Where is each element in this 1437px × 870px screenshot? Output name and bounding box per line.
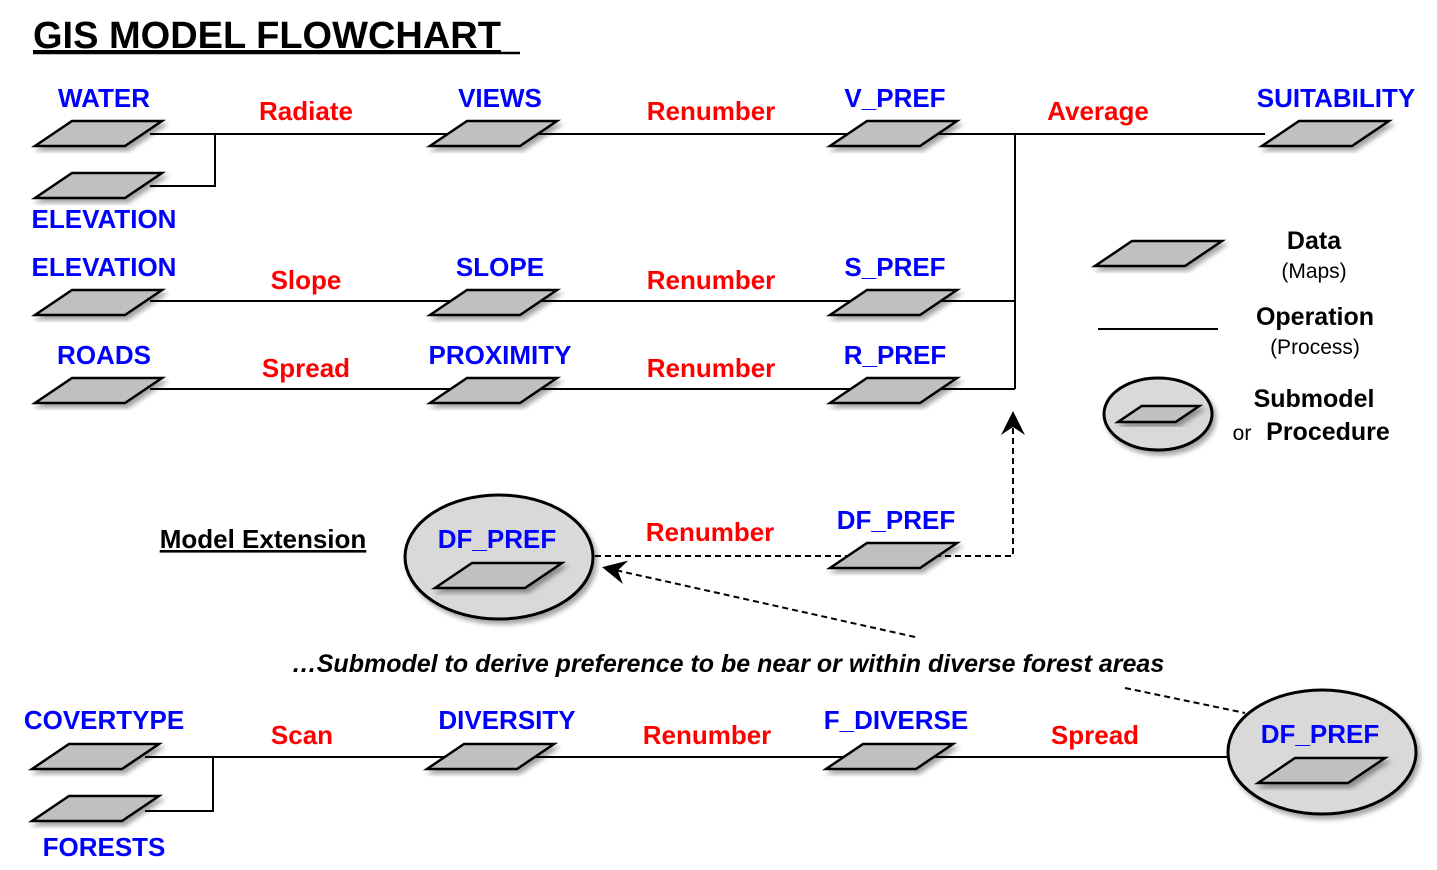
operation-spread: Spread — [262, 353, 350, 383]
data-map-shape-water — [30, 119, 167, 148]
operation-renumber: Renumber — [643, 720, 772, 750]
data-label-covertype: COVERTYPE — [24, 705, 184, 735]
operation-scan: Scan — [271, 720, 333, 750]
operation-slope: Slope — [271, 265, 342, 295]
data-label-elevation-2: ELEVATION — [32, 252, 177, 282]
legend: Data (Maps) Operation (Process) Submodel… — [1233, 227, 1390, 446]
data-map-shape-elevation-2 — [30, 288, 167, 317]
operation-lines — [145, 133, 1265, 812]
data-label-s-pref: S_PREF — [844, 252, 945, 282]
data-map-shape-suitability — [1257, 119, 1394, 148]
data-map-shape-views — [425, 119, 562, 148]
data-label-proximity: PROXIMITY — [428, 340, 571, 370]
data-map-shape-forests — [27, 794, 164, 823]
data-label-diversity: DIVERSITY — [438, 705, 575, 735]
legend-operation-sublabel: (Process) — [1270, 336, 1360, 359]
submodel-ellipse-extension — [403, 493, 595, 621]
data-map-shape-roads — [30, 376, 167, 405]
legend-submodel-or: or — [1233, 422, 1252, 445]
legend-operation-label: Operation — [1256, 303, 1374, 331]
data-map-shape-df-pref — [825, 541, 962, 570]
data-label-forests: FORESTS — [43, 832, 166, 862]
data-map-shape-elevation — [30, 171, 167, 200]
data-label-df-pref: DF_PREF — [837, 505, 955, 535]
line-forests-join — [145, 757, 214, 812]
data-map-shapes — [27, 119, 1394, 823]
data-map-shape-legend-submodel-inner — [1113, 404, 1204, 424]
data-label-elevation: ELEVATION — [32, 204, 177, 234]
submodel-label-df-pref-forest: DF_PREF — [1261, 719, 1379, 749]
operation-renumber: Renumber — [647, 265, 776, 295]
model-extension-label: Model Extension — [160, 524, 367, 554]
data-label-r-pref: R_PREF — [844, 340, 947, 370]
operation-renumber: Renumber — [646, 517, 775, 547]
data-map-shape-s-pref — [825, 288, 962, 317]
legend-submodel-label: Submodel — [1254, 385, 1375, 413]
data-map-shape-legend-data — [1090, 239, 1227, 268]
data-map-shape-r-pref — [825, 376, 962, 405]
submodel-ellipse-forest — [1226, 688, 1418, 816]
data-map-shape-f-diverse — [821, 742, 958, 771]
data-label-views: VIEWS — [458, 83, 542, 113]
operation-radiate: Radiate — [259, 96, 353, 126]
legend-submodel-procedure: Procedure — [1266, 418, 1390, 446]
operation-renumber: Renumber — [647, 353, 776, 383]
data-label-f-diverse: F_DIVERSE — [824, 705, 969, 735]
data-map-shape-v-pref — [825, 119, 962, 148]
data-label-suitability: SUITABILITY — [1257, 83, 1415, 113]
data-map-shape-slope — [425, 288, 562, 317]
data-map-shape-diversity — [422, 742, 559, 771]
operation-average: Average — [1047, 96, 1149, 126]
line-elevation-join — [150, 134, 216, 187]
data-label-water: WATER — [58, 83, 150, 113]
data-map-shape-df-pref-submodel — [430, 561, 567, 590]
page-title: GIS MODEL FLOWCHART — [33, 15, 501, 57]
operation-renumber: Renumber — [647, 96, 776, 126]
data-map-shape-df-pref-forest-submodel — [1253, 756, 1390, 785]
data-map-shape-covertype — [27, 742, 164, 771]
legend-data-sublabel: (Maps) — [1281, 260, 1346, 283]
data-label-v-pref: V_PREF — [844, 83, 945, 113]
data-label-roads: ROADS — [57, 340, 151, 370]
legend-data-label: Data — [1287, 227, 1342, 255]
dashed-submodel-link — [1124, 687, 1246, 714]
dashed-submodel-arrow — [602, 560, 916, 638]
submodel-label-df-pref: DF_PREF — [438, 524, 556, 554]
data-label-slope: SLOPE — [456, 252, 544, 282]
data-map-shape-proximity — [425, 376, 562, 405]
submodel-caption: …Submodel to derive preference to be nea… — [292, 650, 1165, 678]
dashed-extension-arrow — [595, 411, 1025, 557]
operation-spread: Spread — [1051, 720, 1139, 750]
